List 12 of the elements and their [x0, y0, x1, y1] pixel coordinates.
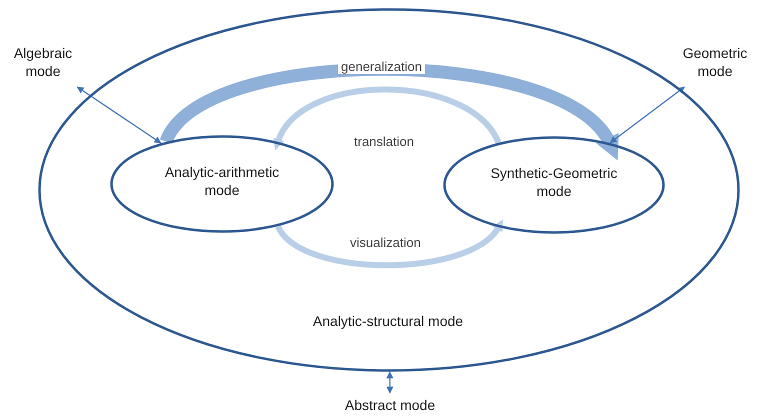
double-arrow: [76, 86, 162, 144]
node-label: Geometric mode: [682, 44, 748, 80]
curved-arrow: [274, 86, 502, 150]
double-arrow: [386, 371, 394, 394]
node-label: Analytic-arithmetic mode: [164, 163, 280, 200]
node-label: Analytic-structural mode: [312, 312, 464, 330]
node-label: Synthetic-Geometric mode: [490, 164, 618, 200]
edge-label: generalization: [338, 59, 425, 74]
curved-arrow: [276, 220, 504, 268]
node-label: Algebraic mode: [12, 44, 74, 80]
double-arrow: [610, 86, 685, 144]
node-label: Abstract mode: [344, 396, 436, 414]
